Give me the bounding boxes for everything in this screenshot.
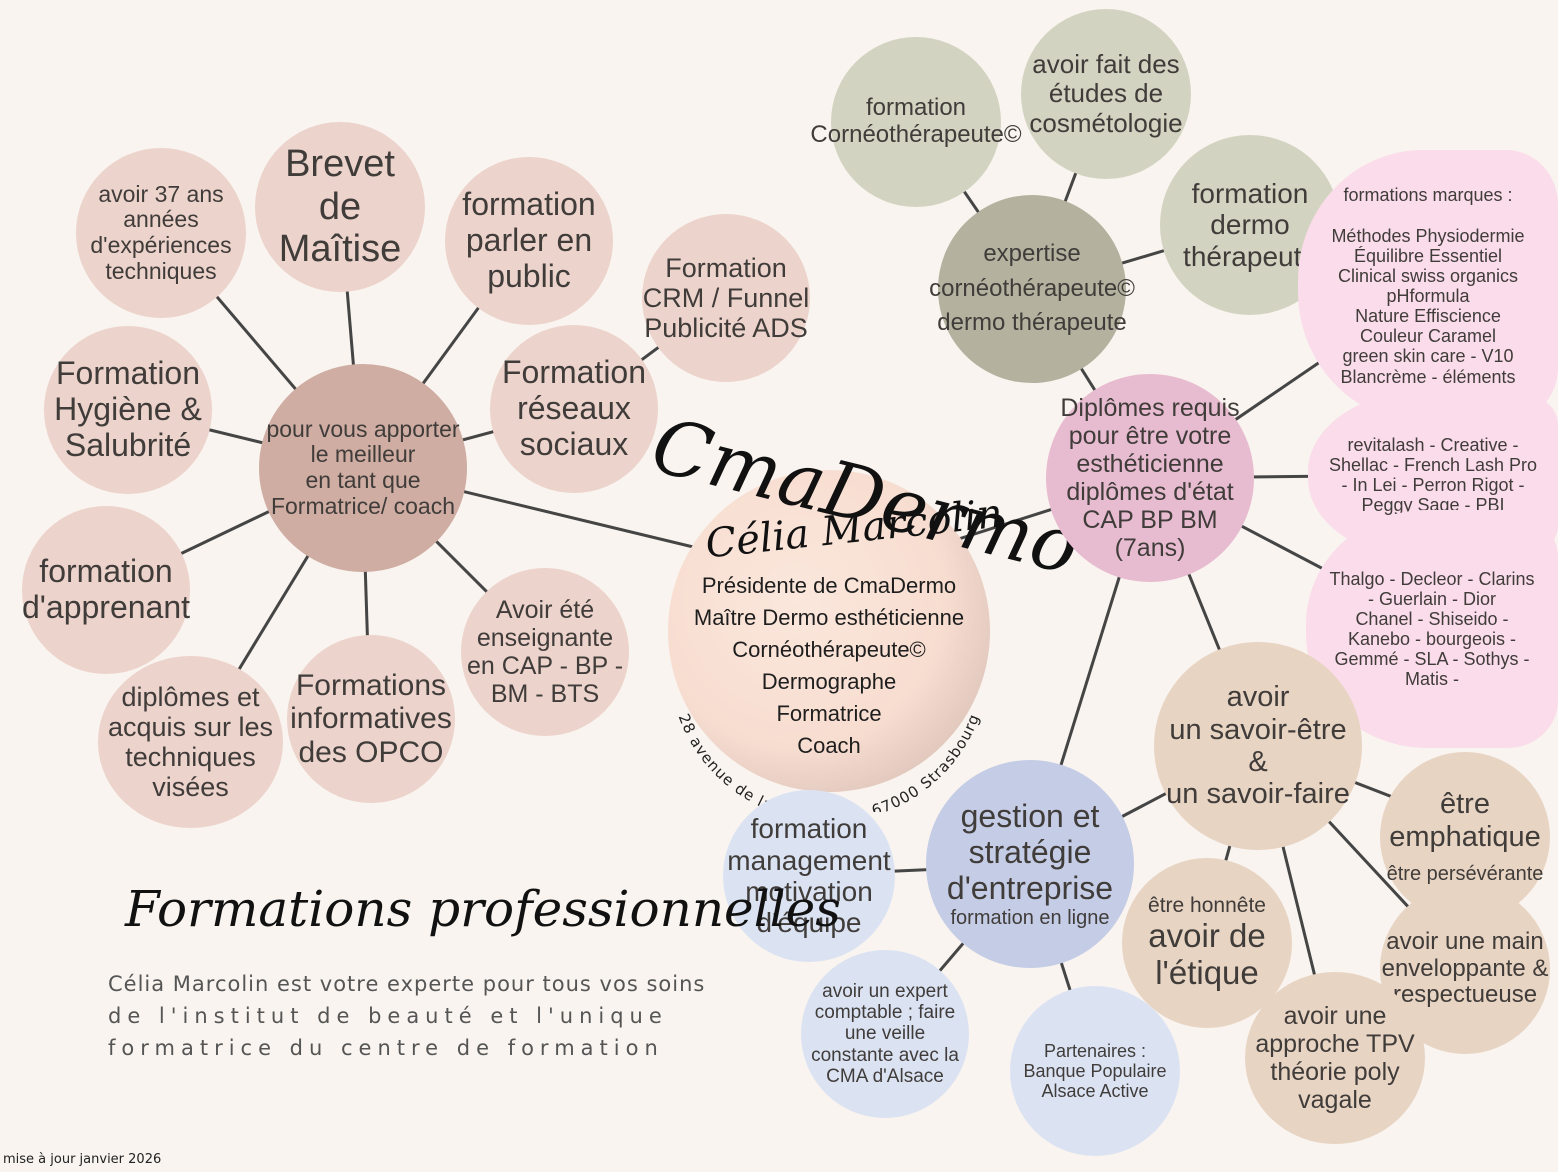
role-coach: Coach <box>797 732 861 758</box>
node-marques-3: Thalgo - Decleor - Clarins - Guerlain - … <box>1306 510 1558 748</box>
address-arc: 28 avenue de la Fôret Noire 67000 Strasb… <box>675 711 983 812</box>
node-marques-3-text: Thalgo - Decleor - Clarins - Guerlain - … <box>1329 568 1535 690</box>
node-management-text: formation management motivation d'équipe <box>727 813 891 939</box>
node-tpv-text: avoir une approche TPV théorie poly vaga… <box>1255 1002 1415 1114</box>
node-partenaires-text: Partenaires : Banque Populaire Alsace Ac… <box>1023 1040 1167 1102</box>
node-opco: Formations informatives des OPCO <box>287 635 455 803</box>
node-gestion-title: gestion et stratégie d'entreprise <box>946 798 1114 906</box>
node-coach-hub-text: pour vous apporter le meilleur en tant q… <box>266 415 460 519</box>
node-marques-1-text: formations marques : Méthodes Physioderm… <box>1331 185 1525 387</box>
node-corneo-formation-text: formation Cornéothérapeute© <box>810 94 1022 148</box>
role-president: Présidente de CmaDermo <box>701 573 957 599</box>
node-experience: avoir 37 ans années d'expériences techni… <box>76 148 246 318</box>
node-etique-big: avoir de l'étique <box>1148 916 1266 991</box>
node-tpv: avoir une approche TPV théorie poly vaga… <box>1245 972 1425 1144</box>
node-dermo-formation-text: formation dermo thérapeute <box>1183 177 1317 272</box>
node-dermo-formation: formation dermo thérapeute <box>1160 135 1340 315</box>
node-etique-small: être honnête <box>1148 894 1266 918</box>
node-brevet: Brevet de Maîtise <box>255 122 425 292</box>
role-maitre: Maître Dermo esthéticienne <box>693 605 965 631</box>
node-reseaux-sociaux-text: Formation réseaux sociaux <box>501 354 647 462</box>
node-etique: être honnête avoir de l'étique <box>1122 858 1292 1028</box>
node-enseignante: Avoir été enseignante en CAP - BP - BM -… <box>461 568 629 736</box>
node-gestion: gestion et stratégie d'entreprise format… <box>926 760 1134 968</box>
role-corneo: Cornéothérapeute© <box>732 637 926 663</box>
node-apprenant-text: formation d'apprenant <box>21 553 191 625</box>
node-management: formation management motivation d'équipe <box>723 790 895 962</box>
node-parler-public-text: formation parler en public <box>462 186 596 294</box>
node-savoir: avoir un savoir-être & un savoir-faire <box>1154 642 1362 850</box>
node-partenaires: Partenaires : Banque Populaire Alsace Ac… <box>1010 986 1180 1156</box>
node-marques-2-text: revitalash - Creative - Shellac - French… <box>1328 434 1538 516</box>
node-parler-public: formation parler en public <box>445 157 613 325</box>
node-diplomes-requis: Diplômes requis pour être votre esthétic… <box>1046 374 1254 582</box>
node-experience-text: avoir 37 ans années d'expériences techni… <box>90 180 232 284</box>
node-diplomes-requis-text: Diplômes requis pour être votre esthétic… <box>1060 394 1240 562</box>
node-cosmeto-text: avoir fait des études de cosmétologie <box>1029 49 1183 138</box>
footer-line-1: Célia Marcolin est votre experte pour to… <box>108 972 706 996</box>
footer-title: Formations professionnelles <box>125 880 841 938</box>
node-comptable: avoir un expert comptable ; faire une ve… <box>801 950 969 1118</box>
footer-line-3: formatrice du centre de formation <box>108 1036 664 1060</box>
node-coach-hub: pour vous apporter le meilleur en tant q… <box>259 364 467 572</box>
node-diplomes-acquis-text: diplômes et acquis sur les techniques vi… <box>107 681 274 803</box>
center-profile: Présidente de CmaDermo Maître Dermo esth… <box>668 470 990 792</box>
node-marques-1: formations marques : Méthodes Physioderm… <box>1298 150 1558 422</box>
node-enseignante-text: Avoir été enseignante en CAP - BP - BM -… <box>466 596 624 708</box>
node-reseaux-sociaux: Formation réseaux sociaux <box>490 325 658 493</box>
node-comptable-text: avoir un expert comptable ; faire une ve… <box>811 980 959 1087</box>
node-opco-text: Formations informatives des OPCO <box>290 668 452 769</box>
node-gestion-sub: formation en ligne <box>950 906 1110 929</box>
node-cosmeto: avoir fait des études de cosmétologie <box>1021 9 1191 179</box>
node-hygiene-text: Formation Hygiène & Salubrité <box>54 355 202 463</box>
role-dermographe: Dermographe <box>761 669 897 694</box>
node-hygiene: Formation Hygiène & Salubrité <box>44 326 212 494</box>
node-expertise-text: expertise cornéothérapeute© dermo thérap… <box>929 239 1135 337</box>
node-apprenant: formation d'apprenant <box>22 506 190 674</box>
update-date: mise à jour janvier 2026 <box>3 1152 162 1167</box>
node-expertise: expertise cornéothérapeute© dermo thérap… <box>929 195 1135 383</box>
node-savoir-text: avoir un savoir-être & un savoir-faire <box>1166 681 1350 811</box>
node-emphatique-sub: être persévérante <box>1386 863 1544 886</box>
role-formatrice: Formatrice <box>776 700 882 726</box>
node-crm-text: Formation CRM / Funnel Publicité ADS <box>642 252 810 344</box>
node-brevet-text: Brevet de Maîtise <box>278 143 402 271</box>
node-main-text: avoir une main enveloppante & respectueu… <box>1381 927 1549 1009</box>
footer-line-2: de l'institut de beauté et l'unique <box>108 1004 668 1028</box>
node-emphatique-title: être emphatique <box>1389 788 1541 853</box>
node-corneo-formation: formation Cornéothérapeute© <box>810 37 1022 207</box>
node-crm: Formation CRM / Funnel Publicité ADS <box>642 214 810 382</box>
node-diplomes-acquis: diplômes et acquis sur les techniques vi… <box>98 656 283 828</box>
